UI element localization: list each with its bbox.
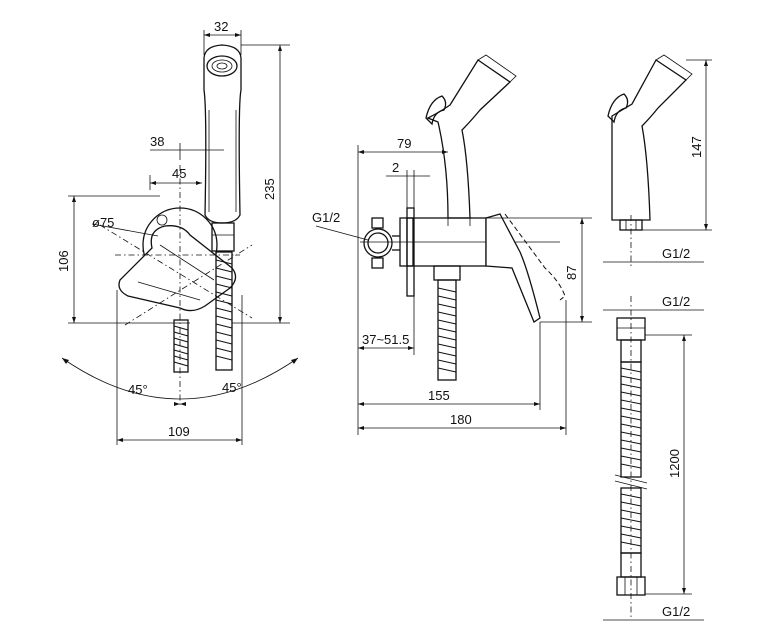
dim-87-label: 87	[564, 266, 579, 280]
side-lever	[485, 213, 566, 323]
dim-1200-label: 1200	[667, 449, 682, 478]
dim-range-label: 37~51.5	[362, 332, 409, 347]
dim-155-label: 155	[428, 388, 450, 403]
side-thread-label: G1/2	[312, 210, 340, 225]
dim-angle-left-label: 45°	[128, 382, 148, 397]
front-lever	[118, 225, 237, 312]
dim-angle-right-label: 45°	[222, 380, 242, 395]
hose-thread-top-label: G1/2	[662, 294, 690, 309]
dim-38-label: 38	[150, 134, 164, 149]
dim-109-label: 109	[168, 424, 190, 439]
hose-view: G1/2 1200 G1/2	[603, 294, 704, 621]
dim-180-label: 180	[450, 412, 472, 427]
dim-235-label: 235	[262, 178, 277, 200]
dim-79-label: 79	[397, 136, 411, 151]
dim-32-label: 32	[214, 19, 228, 34]
front-hoses	[173, 251, 233, 373]
handshower-thread-label: G1/2	[662, 246, 690, 261]
dim-106-label: 106	[56, 250, 71, 272]
handshower-view: 147 G1/2	[603, 54, 712, 268]
side-inlet	[363, 217, 400, 269]
dim-2-label: 2	[392, 160, 399, 175]
dim-diameter-label: ø75	[92, 215, 114, 230]
dim-147-label: 147	[689, 136, 704, 158]
side-handshower	[425, 54, 517, 226]
hose-thread-bottom-label: G1/2	[662, 604, 690, 619]
front-view: 32 38 45 ø75 106 235 45° 45°	[56, 19, 299, 445]
dim-45-label: 45	[172, 166, 186, 181]
side-view: 79 2 G1/2 37~51.5 87 155 180	[312, 54, 592, 435]
front-handshower	[203, 44, 242, 252]
